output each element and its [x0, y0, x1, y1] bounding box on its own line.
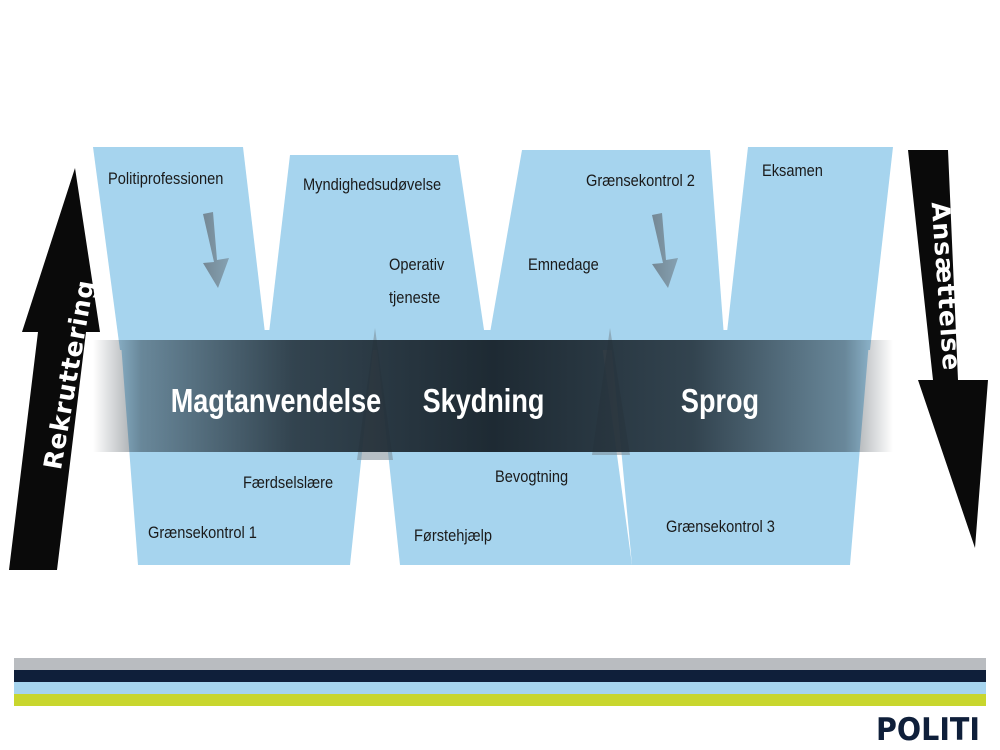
stripe-lime — [14, 694, 986, 706]
down-arrow-icon — [652, 213, 678, 288]
panel-eksamen — [725, 147, 893, 350]
up-arrow-icon — [9, 168, 100, 570]
theme-band — [93, 340, 893, 452]
module-eksamen: Eksamen — [762, 161, 823, 180]
module-graensekontrol2: Grænsekontrol 2 — [586, 171, 695, 190]
module-politiprofessionen: Politiprofessionen — [108, 169, 224, 188]
panel-politiprofessionen — [93, 147, 267, 350]
theme-magtanvendelse: Magtanvendelse — [170, 382, 382, 419]
down-arrow-icon — [908, 150, 988, 548]
module-faerdselslaere: Færdselslære — [243, 473, 334, 492]
politi-logo: POLITI — [876, 712, 981, 748]
theme-skydning: Skydning — [422, 382, 545, 419]
module-graensekontrol1: Grænsekontrol 1 — [148, 523, 257, 542]
module-bevogtning: Bevogtning — [495, 467, 569, 486]
theme-sprog: Sprog — [680, 382, 760, 419]
module-graensekontrol3: Grænsekontrol 3 — [666, 517, 775, 536]
module-operativ-tjeneste-line2: tjeneste — [389, 288, 441, 307]
panel-myndighedsudovelse — [267, 155, 487, 350]
down-arrow-icon — [203, 212, 229, 288]
stripe-light-blue — [14, 682, 986, 694]
module-operativ-tjeneste-line1: Operativ — [389, 255, 445, 274]
module-forstehjaelp: Førstehjælp — [414, 526, 492, 545]
module-myndighedsudovelse: Myndighedsudøvelse — [303, 175, 442, 194]
panel-emnedage — [487, 150, 725, 350]
stripe-gray — [14, 658, 986, 670]
stripe-navy — [14, 670, 986, 682]
module-emnedage: Emnedage — [528, 255, 599, 274]
